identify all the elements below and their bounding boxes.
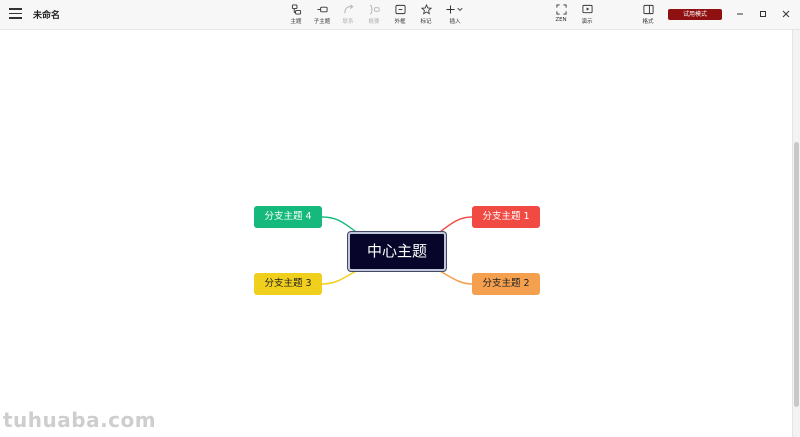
trial-mode-button[interactable]: 试用模式 (668, 9, 722, 20)
connector-branch-3 (321, 270, 357, 285)
panel-icon (642, 4, 654, 15)
format-label: 格式 (642, 19, 654, 25)
connector-branch-1 (439, 216, 473, 233)
marker-button[interactable]: 标记 (411, 4, 441, 25)
minimize-icon (737, 13, 743, 15)
subtopic-button[interactable]: 子主题 (307, 4, 337, 25)
summary-label: 概要 (368, 19, 380, 25)
watermark: tuhuaba.com (3, 408, 157, 432)
subtopic-label: 子主题 (313, 19, 331, 25)
hamburger-menu-icon[interactable] (9, 8, 22, 20)
format-button[interactable]: 格式 (633, 4, 663, 25)
minimize-button[interactable] (733, 8, 747, 20)
relation-label: 联系 (342, 19, 354, 25)
subtopic-icon (316, 6, 328, 13)
close-icon (782, 10, 790, 18)
relation-button[interactable]: 联系 (333, 4, 363, 25)
insert-label: 插入 (449, 19, 461, 25)
boundary-icon (394, 4, 406, 15)
play-icon (581, 4, 593, 14)
zen-label: ZEN (555, 17, 567, 23)
boundary-button[interactable]: 外框 (385, 4, 415, 25)
present-label: 演示 (581, 19, 593, 25)
insert-button[interactable]: 插入 (440, 4, 470, 25)
connector-branch-2 (439, 270, 473, 285)
maximize-button[interactable] (756, 8, 770, 20)
fullscreen-icon (555, 4, 567, 15)
boundary-label: 外框 (394, 19, 406, 25)
present-button[interactable]: 演示 (572, 4, 602, 25)
document-title: 未命名 (33, 11, 61, 21)
branch-topic-3[interactable]: 分支主题 3 (254, 273, 322, 295)
zen-button[interactable]: ZEN (546, 4, 576, 23)
connector-branch-4 (321, 216, 357, 233)
branch-topic-4[interactable]: 分支主题 4 (254, 206, 322, 228)
branch-topic-1[interactable]: 分支主题 1 (472, 206, 540, 228)
scrollbar-thumb[interactable] (794, 142, 799, 407)
title-bar: 未命名 主题 子主题 联系 概要 外框 标记 插入 ZEN 演示 格式 试用模式 (0, 0, 800, 30)
topic-label: 主题 (290, 19, 302, 25)
star-icon (420, 4, 432, 15)
topic-icon (291, 4, 301, 15)
close-button[interactable] (779, 8, 793, 20)
relation-icon (343, 4, 353, 14)
summary-icon (369, 4, 380, 15)
plus-chevron-icon (446, 5, 463, 14)
vertical-scrollbar[interactable] (792, 30, 800, 437)
marker-label: 标记 (420, 19, 432, 25)
central-topic[interactable]: 中心主题 (348, 232, 446, 271)
summary-button[interactable]: 概要 (359, 4, 389, 25)
branch-topic-2[interactable]: 分支主题 2 (472, 273, 540, 295)
maximize-icon (760, 11, 766, 17)
topic-button[interactable]: 主题 (281, 4, 311, 25)
